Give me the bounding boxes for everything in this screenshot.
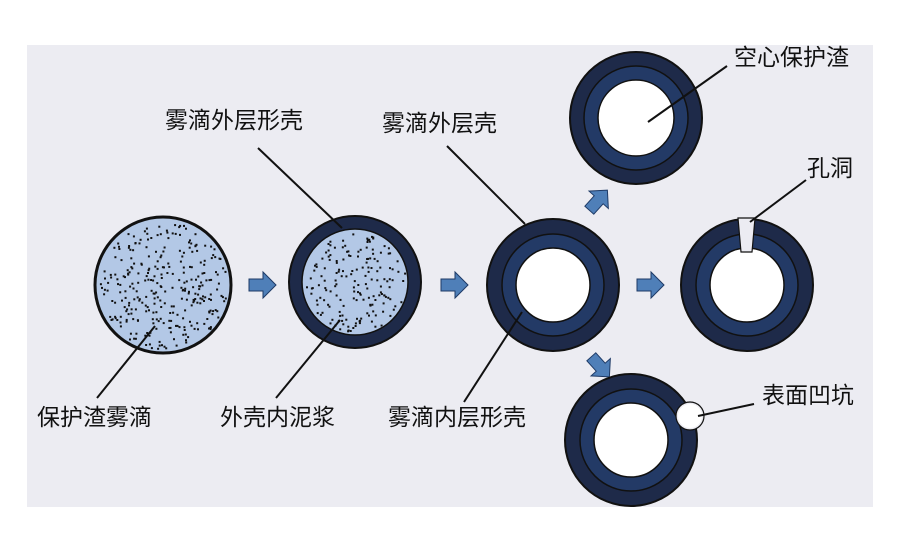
label-surface-pit: 表面凹坑: [762, 383, 854, 409]
arrow-right-2: [440, 270, 469, 300]
droplet-with-inner-shell: [486, 218, 620, 352]
leader-inner-shell: [463, 311, 523, 403]
particle-with-surface-pit: [564, 373, 705, 507]
arrow-up-right: [584, 189, 609, 215]
leader-droplet-outer-shell-b: [446, 145, 526, 225]
droplet-with-outer-shell: [288, 215, 422, 349]
label-hole: 孔洞: [807, 156, 853, 182]
leader-surface-pit: [697, 403, 755, 417]
arrow-down-right: [586, 352, 611, 378]
label-hollow-slag: 空心保护渣: [734, 45, 849, 71]
leader-slurry: [275, 319, 341, 399]
particle-with-hole: [680, 217, 814, 352]
label-flux-droplet: 保护渣雾滴: [37, 405, 152, 431]
flux-droplet: [93, 215, 233, 355]
leader-hole: [749, 179, 807, 223]
label-droplet-outer-shell-b: 雾滴外层壳: [382, 111, 497, 137]
leader-droplet-outer-shell: [257, 147, 343, 229]
leader-hollow-slag: [647, 65, 728, 123]
label-slurry-in-shell: 外壳内泥浆: [220, 405, 335, 431]
label-droplet-outer-shell: 雾滴外层形壳: [165, 108, 303, 134]
leader-flux-droplet: [96, 325, 156, 399]
label-droplet-inner-shell: 雾滴内层形壳: [388, 405, 526, 431]
arrow-right-3: [636, 270, 665, 300]
hollow-slag-particle: [569, 51, 703, 185]
leader-lines: [96, 65, 807, 417]
arrow-right-1: [248, 270, 277, 300]
